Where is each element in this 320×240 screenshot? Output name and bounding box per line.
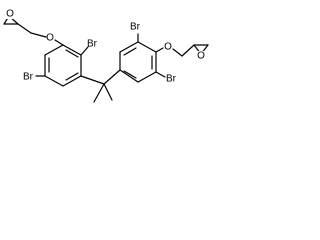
left-benzene-ring xyxy=(44,44,82,87)
right-ether-bond-in xyxy=(155,47,164,53)
right-epoxide-oxygen: O xyxy=(197,51,205,62)
svg-text:O: O xyxy=(46,33,54,44)
svg-text:Br: Br xyxy=(87,39,98,50)
right-lower-bromine: Br xyxy=(166,74,177,85)
svg-text:O: O xyxy=(197,51,205,62)
svg-text:Br: Br xyxy=(130,22,141,33)
svg-text:Br: Br xyxy=(23,72,34,83)
left-top-br-bond xyxy=(80,46,89,56)
right-ch2-bond xyxy=(181,44,195,57)
left-ether-oxygen: O xyxy=(46,33,54,44)
svg-text:O: O xyxy=(6,9,14,20)
left-epoxide-oxygen: O xyxy=(6,9,14,20)
left-top-bromine: Br xyxy=(87,39,98,50)
right-ether-oxygen: O xyxy=(164,42,172,53)
left-ch2-bond-2 xyxy=(30,32,47,38)
right-lower-br-bond xyxy=(155,71,166,78)
central-carbon-bonds xyxy=(80,69,121,103)
right-ether-bond-out xyxy=(172,48,183,57)
structure-diagram: O O Br Br xyxy=(0,0,214,130)
left-ether-bond xyxy=(54,39,64,46)
svg-text:Br: Br xyxy=(166,74,177,85)
left-ch2-bond-1 xyxy=(17,23,32,34)
right-top-bromine: Br xyxy=(130,22,141,33)
molecule-structure-svg: O O Br Br xyxy=(3,9,209,103)
right-benzene-ring xyxy=(119,41,157,83)
svg-text:O: O xyxy=(164,42,172,53)
left-lower-bromine: Br xyxy=(23,72,34,83)
